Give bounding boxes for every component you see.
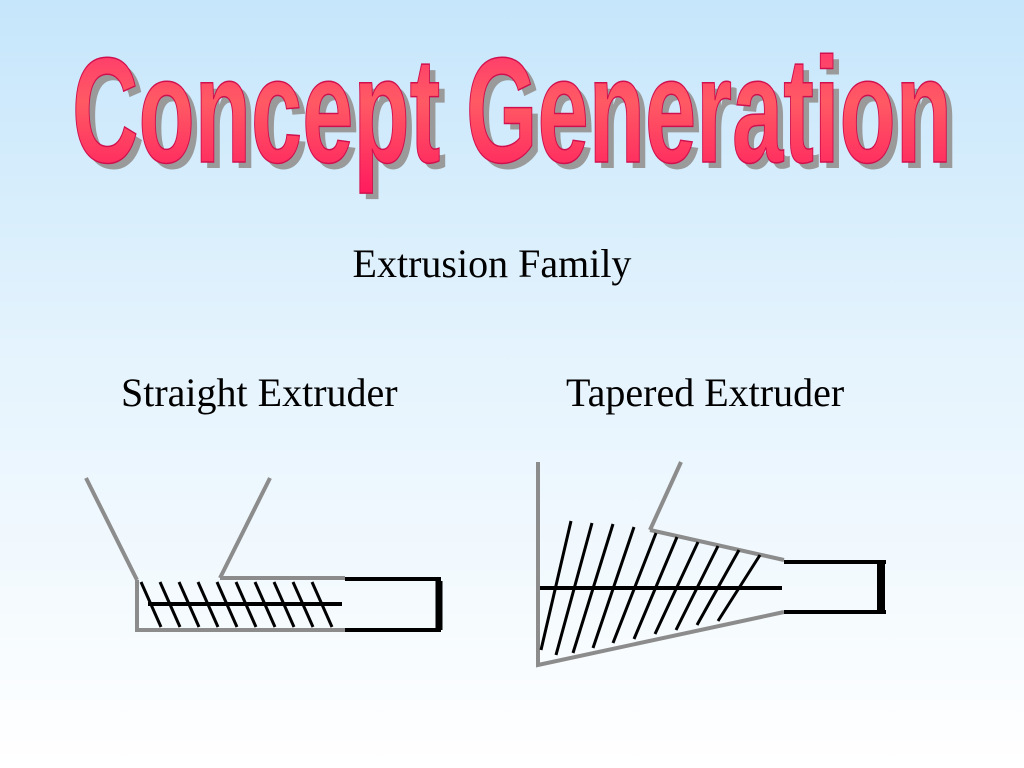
straight-extruder-diagram	[84, 477, 443, 632]
slide-title: Concept Generation	[72, 26, 952, 194]
straight-extruder-label: Straight Extruder	[121, 370, 398, 415]
tapered-extruder-label: Tapered Extruder	[566, 370, 845, 415]
slide-title-shadow: Concept Generation	[78, 32, 958, 200]
tapered-extruder-diagram	[536, 461, 886, 668]
tapered-extruder-screw-flights	[539, 520, 762, 656]
tapered-extruder-hopper	[536, 461, 785, 668]
diagram-subtitle: Extrusion Family	[352, 241, 632, 286]
tapered-extruder-barrel	[540, 560, 886, 614]
straight-extruder-hopper	[84, 477, 345, 632]
straight-extruder-screw-flights	[139, 581, 334, 628]
slide-title-graphic: Concept Generation Concept Generation	[71, 25, 958, 200]
